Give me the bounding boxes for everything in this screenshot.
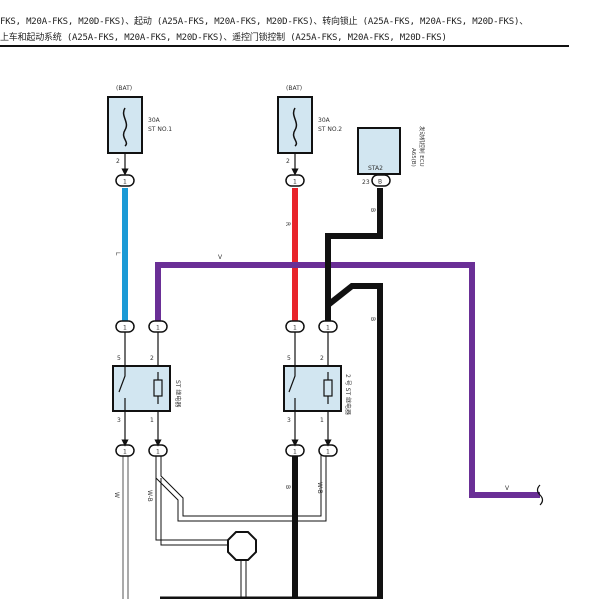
- conn-fuse1: [115, 174, 135, 187]
- wire-black-mid: [325, 283, 383, 599]
- conn-r1-bl-label: 1: [123, 449, 127, 456]
- conn-r2-bl-label: 1: [293, 449, 297, 456]
- label-wire-black-mid: B: [369, 317, 376, 321]
- label-wire-black-ecu: B: [369, 208, 376, 212]
- fuse2-pin: 2: [286, 158, 290, 165]
- wire-white: [122, 455, 129, 599]
- label-wire-wb1: W-B: [146, 490, 153, 502]
- conn-fuse2: [285, 174, 305, 187]
- conn-r1-tr-label: 1: [156, 325, 160, 332]
- label-wire-black-r2: B: [284, 485, 291, 489]
- fuse1-rating: 30A: [148, 117, 161, 124]
- r2-pin2: 2: [320, 355, 324, 362]
- conn-r2-tl-label: 1: [293, 325, 297, 332]
- label-wire-wb2: W-B: [316, 482, 323, 494]
- wire-black-ecu: [325, 188, 383, 322]
- fuse1-pin: 2: [116, 158, 120, 165]
- splice-joint: [227, 531, 257, 561]
- relay-st-no2: 5 2 3 1 2 号 ST 继电器: [283, 332, 352, 447]
- conn-fuse2-label: 1: [293, 179, 297, 186]
- label-wire-red: R: [284, 222, 291, 226]
- fuse2-name: ST NO.2: [318, 126, 342, 133]
- connectors: [115, 174, 391, 457]
- r2-pin5: 5: [287, 355, 291, 362]
- conn-fuse1-label: 1: [123, 179, 127, 186]
- engine-ecu: STA2 23 A65(B) 发动机控制 ECU: [357, 126, 426, 186]
- r2-pin1: 1: [320, 417, 324, 424]
- header-rule: [0, 45, 569, 47]
- conn-r2-tr-label: 1: [326, 325, 330, 332]
- fuse-st-no1: (BAT) 30A ST NO.1 2: [107, 85, 172, 176]
- header-line-1: FKS, M20A-FKS, M20D-FKS)、起动 (A25A-FKS, M…: [0, 17, 528, 27]
- ecu-name: 发动机控制 ECU: [418, 126, 426, 167]
- label-wire-blue: L: [114, 252, 121, 256]
- conn-r1-br-label: 1: [156, 449, 160, 456]
- label-wire-white: W: [113, 492, 120, 498]
- r2-pin3: 3: [287, 417, 291, 424]
- relay-st: 5 2 3 1 ST 继电器: [112, 332, 182, 447]
- diagram-header: FKS, M20A-FKS, M20D-FKS)、起动 (A25A-FKS, M…: [0, 0, 601, 48]
- wire-violet: [155, 262, 540, 498]
- relay1-name: ST 继电器: [174, 380, 182, 407]
- fuse2-rating: 30A: [318, 117, 331, 124]
- label-wire-violet-top: V: [218, 254, 223, 261]
- wire-break-mark: [536, 484, 544, 506]
- relay2-name: 2 号 ST 继电器: [344, 374, 352, 415]
- conn-r2-br-label: 1: [326, 449, 330, 456]
- wire-wb-1: [155, 455, 327, 522]
- fuse1-source: (BAT): [116, 85, 132, 92]
- wire-wb-2: [155, 478, 247, 599]
- fuse2-source: (BAT): [286, 85, 302, 92]
- conn-ecu: [371, 174, 391, 187]
- fuse-st-no2: (BAT) 30A ST NO.2 2: [277, 85, 342, 176]
- header-line-2: 上车和起动系统 (A25A-FKS, M20A-FKS, M20D-FKS)、遥…: [0, 33, 447, 43]
- r1-pin5: 5: [117, 355, 121, 362]
- label-wire-violet-right: V: [505, 485, 510, 492]
- fuse1-name: ST NO.1: [148, 126, 172, 133]
- ecu-terminal: STA2: [368, 165, 383, 172]
- ecu-code: A65(B): [410, 148, 416, 167]
- r1-pin2: 2: [150, 355, 154, 362]
- ecu-pin: 23: [362, 179, 370, 186]
- conn-ecu-label: B: [378, 179, 382, 186]
- conn-r1-tl-label: 1: [123, 325, 127, 332]
- r1-pin3: 3: [117, 417, 121, 424]
- r1-pin1: 1: [150, 417, 154, 424]
